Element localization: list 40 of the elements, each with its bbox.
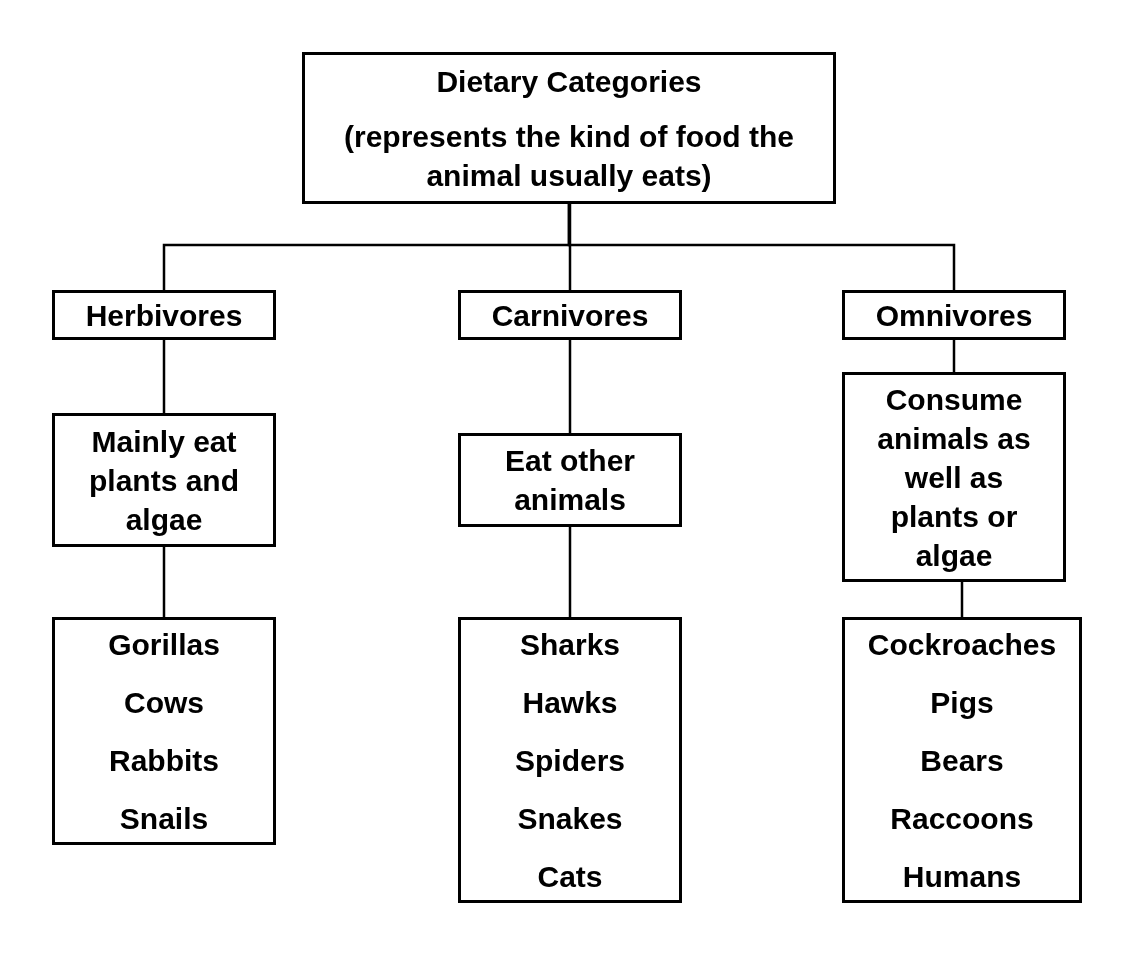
description-text: Consume animals as well as plants or algae bbox=[876, 381, 1032, 574]
connector-line bbox=[960, 582, 964, 617]
animal-name: Rabbits bbox=[109, 742, 219, 779]
category-label: Carnivores bbox=[491, 297, 649, 334]
category-box bbox=[52, 290, 276, 340]
animal-name: Gorillas bbox=[108, 626, 220, 663]
animal-name: Pigs bbox=[930, 684, 994, 721]
description-box bbox=[52, 413, 276, 547]
description-text: Eat other animals bbox=[504, 443, 636, 518]
connector-line bbox=[568, 340, 572, 433]
animal-name: Cockroaches bbox=[867, 626, 1057, 663]
category-box bbox=[458, 290, 682, 340]
example-list-box bbox=[52, 617, 276, 845]
animal-name: Snakes bbox=[517, 800, 623, 837]
animal-name: Sharks bbox=[519, 626, 621, 663]
animal-name: Humans bbox=[902, 858, 1022, 895]
category-label: Herbivores bbox=[85, 297, 243, 334]
description-text: (represents the kind of food the animal usually eats) bbox=[343, 118, 795, 194]
animal-name: Snails bbox=[119, 800, 209, 837]
description-text: Mainly eat plants and algae bbox=[88, 423, 240, 538]
animal-name: Spiders bbox=[514, 742, 625, 779]
connector-line bbox=[568, 204, 572, 290]
animal-name: Raccoons bbox=[890, 800, 1034, 837]
example-list-box bbox=[458, 617, 682, 903]
category-label: Omnivores bbox=[875, 297, 1033, 334]
connector-line bbox=[162, 547, 166, 617]
heading-text: Dietary Categories bbox=[436, 63, 702, 100]
animal-name: Hawks bbox=[522, 684, 618, 721]
animal-name: Cats bbox=[537, 858, 603, 895]
description-box bbox=[458, 433, 682, 527]
animal-name: Cows bbox=[124, 684, 204, 721]
connector-line bbox=[162, 340, 166, 413]
connector-line bbox=[952, 340, 956, 372]
connector-line bbox=[568, 527, 572, 617]
category-box bbox=[842, 290, 1066, 340]
description-box bbox=[842, 372, 1066, 582]
animal-name: Bears bbox=[920, 742, 1004, 779]
connector-line bbox=[567, 204, 956, 290]
example-list-box bbox=[842, 617, 1082, 903]
root-box bbox=[302, 52, 836, 204]
